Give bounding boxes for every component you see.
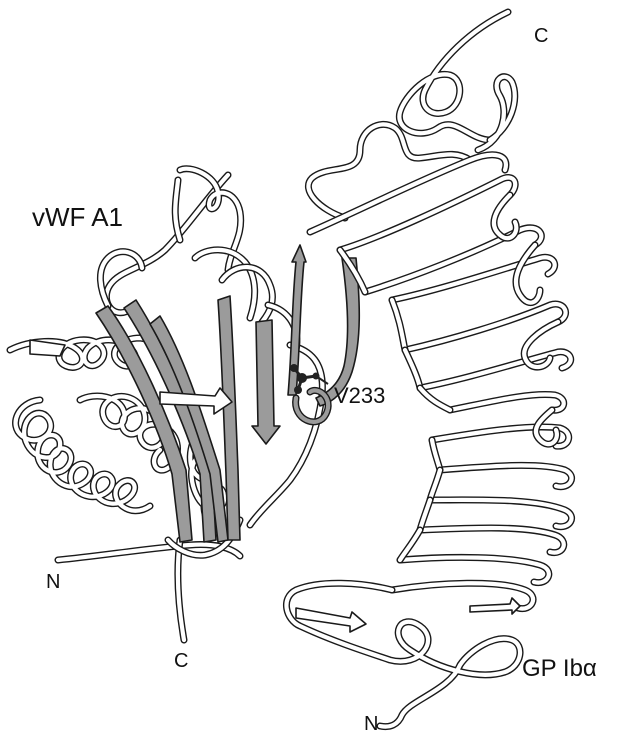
gp-n-terminal-cap [286, 583, 520, 726]
labels: vWF A1 GP Ibα V233 N C N C [32, 25, 597, 735]
gp-c-terminus-label: C [534, 25, 548, 47]
vwf-a1-domain [10, 169, 359, 640]
a1-c-terminal-coil [178, 540, 184, 640]
a1-central-beta-sheet [30, 296, 280, 542]
gp-n-terminus-label: N [364, 713, 378, 735]
a1-domain-label: vWF A1 [32, 202, 123, 232]
gp-domain-label: GP Ibα [522, 655, 597, 682]
a1-n-terminus-label: N [46, 571, 60, 593]
a1-helix-left [16, 400, 150, 511]
v233-label: V233 [334, 383, 385, 408]
a1-c-terminus-label: C [174, 650, 188, 672]
lrr-repeats [310, 155, 572, 609]
gp-ib-alpha-domain [286, 12, 571, 727]
